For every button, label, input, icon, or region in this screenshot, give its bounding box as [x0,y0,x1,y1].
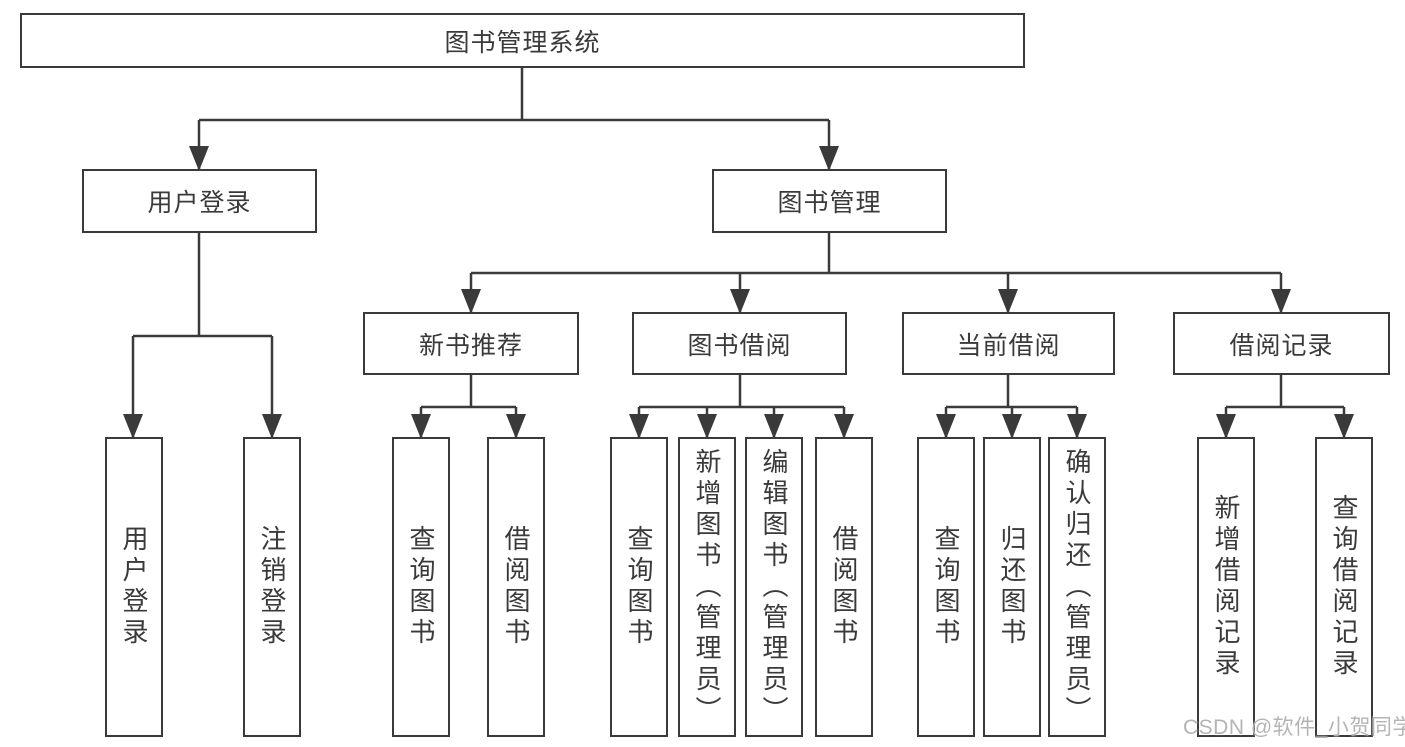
leaf-borrow-books-recommend: 借阅图书 [487,437,545,737]
leaf-query-books-borrowing: 查询图书 [610,437,668,737]
edge-book-borrowing-to-leaves [637,375,846,437]
arrow-down-icon [629,414,649,439]
node-label: 借阅记录 [1229,331,1334,360]
node-label: 图书管理系统 [444,28,601,57]
watermark: CSDN @软件_小贺同学 [1183,716,1405,739]
leaf-add-borrow-record: 新增借阅记录 [1197,437,1255,737]
leaf-confirm-return-admin: 确认归还（管理员） [1048,437,1106,737]
arrow-down-icon [764,414,784,439]
node-book-management: 图书管理 [712,169,947,233]
arrow-down-icon [1271,289,1291,314]
edge-user-login-to-leaves [131,233,274,437]
arrow-down-icon [411,414,431,439]
leaf-user-login: 用户登录 [105,437,163,737]
arrow-down-icon [461,289,481,314]
node-library-system: 图书管理系统 [20,13,1025,68]
arrow-down-icon [936,414,956,439]
arrow-down-icon [697,414,717,439]
arrow-down-icon [1334,414,1354,439]
arrow-down-icon [819,146,839,171]
leaf-label: 查询图书 [624,525,654,649]
arrow-down-icon [506,414,526,439]
edge-root-to-level2 [197,68,831,169]
leaf-label: 借阅图书 [501,525,531,649]
node-new-book-recommendation: 新书推荐 [363,312,579,375]
leaf-query-borrow-record: 查询借阅记录 [1315,437,1373,737]
node-book-borrowing: 图书借阅 [632,312,847,375]
arrow-down-icon [1002,414,1022,439]
arrow-down-icon [998,289,1018,314]
node-label: 用户登录 [147,189,252,217]
node-label: 图书借阅 [687,331,792,360]
node-label: 当前借阅 [956,331,1061,360]
leaf-query-books-recommend: 查询图书 [392,437,450,737]
node-label: 新书推荐 [418,331,523,360]
leaf-label: 查询图书 [931,525,961,649]
leaf-label: 注销登录 [257,525,287,649]
leaf-logout: 注销登录 [243,437,301,737]
arrow-down-icon [123,414,143,439]
leaf-label: 查询图书 [406,525,436,649]
node-user-login: 用户登录 [82,169,317,233]
leaf-return-books: 归还图书 [983,437,1041,737]
arrow-down-icon [1067,414,1087,439]
edge-new-book-recommendation-to-leaves [419,375,518,437]
leaf-label: 确认归还（管理员） [1062,447,1092,727]
node-borrowing-records: 借阅记录 [1173,312,1390,375]
leaf-label: 编辑图书（管理员） [759,447,789,727]
leaf-label: 用户登录 [119,525,149,649]
arrow-down-icon [730,289,750,314]
node-current-borrowing: 当前借阅 [902,312,1115,375]
leaf-label: 归还图书 [997,525,1027,649]
arrow-down-icon [1216,414,1236,439]
edge-borrowing-records-to-leaves [1224,375,1346,437]
leaf-label: 新增借阅记录 [1211,494,1241,680]
leaf-edit-books-admin: 编辑图书（管理员） [745,437,803,737]
node-label: 图书管理 [777,189,882,217]
edge-current-borrowing-to-leaves [944,375,1079,437]
arrow-down-icon [262,414,282,439]
leaf-borrow-books-borrowing: 借阅图书 [815,437,873,737]
leaf-label: 借阅图书 [829,525,859,649]
leaf-add-books-admin: 新增图书（管理员） [678,437,736,737]
leaf-label: 查询借阅记录 [1329,494,1359,680]
arrow-down-icon [189,146,209,171]
leaf-query-books-current: 查询图书 [917,437,975,737]
edge-book-management-to-level3 [469,233,1283,312]
leaf-label: 新增图书（管理员） [692,447,722,727]
tree-edges [131,68,1346,437]
arrow-down-icon [834,414,854,439]
